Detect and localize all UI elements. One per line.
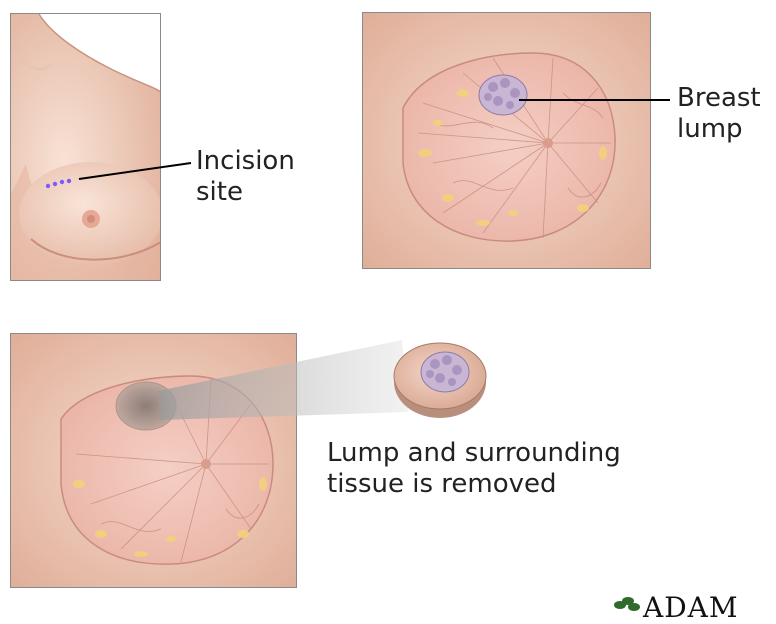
breast-lump-panel	[362, 12, 651, 269]
incision-site-label: Incision site	[196, 146, 295, 207]
fat-lobules	[418, 89, 607, 226]
removed-specimen	[393, 342, 487, 418]
excision-panel	[10, 333, 297, 588]
fat-lobules	[73, 477, 267, 557]
breast-lump-label: Breast lump	[677, 83, 761, 144]
excised-breast-illustration	[11, 334, 296, 587]
excision-cavity	[115, 381, 177, 431]
adam-logo-icon	[614, 597, 640, 611]
incision-dots	[45, 178, 72, 189]
incision-site-panel	[10, 13, 161, 281]
lump-removed-label: Lump and surrounding tissue is removed	[327, 438, 621, 499]
breast-tissue-illustration	[363, 13, 650, 268]
chest-illustration	[11, 14, 160, 280]
breast-lump	[478, 74, 528, 116]
adam-logo-text: ADAM	[643, 591, 739, 624]
